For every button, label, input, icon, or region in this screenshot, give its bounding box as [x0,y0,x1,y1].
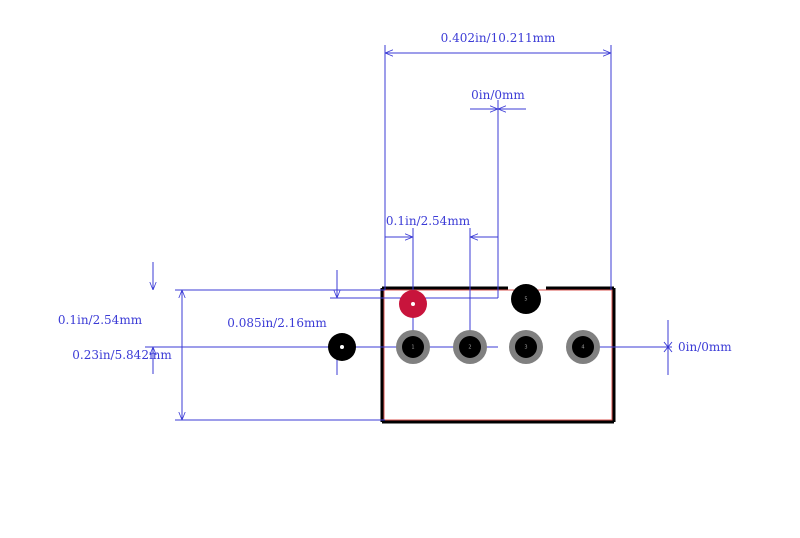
mounting-hole [328,333,356,361]
pad-4: 4 [566,330,600,364]
pad-5: 5 [511,284,541,314]
dim-total-width-label: 0.402in/10.211mm [441,31,556,45]
component-outline [380,286,616,424]
pad-2-number: 2 [468,345,471,351]
dim-pitch: 0.1in/2.54mm [385,214,498,345]
pad-1-marker [399,290,427,318]
dim-body-height: 0.23in/5.842mm [72,289,385,421]
pad-4-number: 4 [581,345,584,351]
dim-right-offset-label: 0in/0mm [678,340,732,354]
dim-mount-offset: 0.085in/2.16mm [227,270,337,375]
dim-mount-offset-label: 0.085in/2.16mm [227,316,327,330]
pad-3: 3 [509,330,543,364]
pad-3-number: 3 [524,345,527,351]
pad-2: 2 [453,330,487,364]
dim-pitch-label: 0.1in/2.54mm [386,214,471,228]
dim-right-offset: 0in/0mm [585,320,732,375]
dim-left-height-label: 0.1in/2.54mm [58,313,143,327]
dim-total-width: 0.402in/10.211mm [384,31,612,290]
pad-1: 1 [396,330,430,364]
pad-5-number: 5 [524,297,527,303]
dim-body-height-label: 0.23in/5.842mm [72,348,172,362]
dim-top-offset: 0in/0mm [470,88,526,298]
dim-left-height: 0.1in/2.54mm [58,262,340,374]
pad-1-number: 1 [411,345,414,351]
dim-top-offset-label: 0in/0mm [471,88,525,102]
